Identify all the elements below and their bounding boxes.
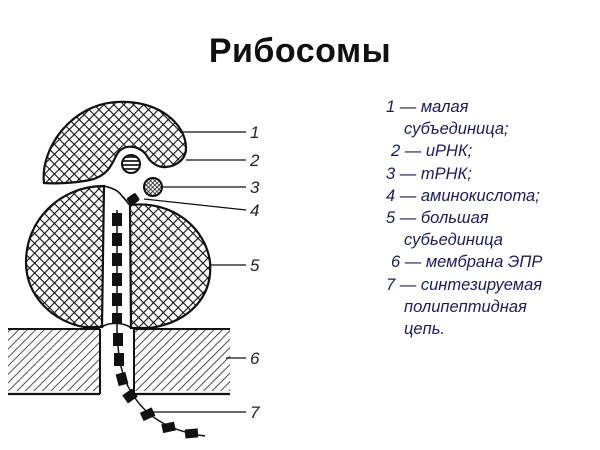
- legend-item-5-cont: субьединица: [404, 231, 503, 250]
- legend-item-5: 5 — большая: [386, 209, 489, 228]
- legend-item-3: 3 — тРНК;: [386, 164, 472, 183]
- legend-item-6: 6 — мембрана ЭПР: [391, 253, 543, 272]
- legend-item-2: 2 — иРНК;: [391, 142, 473, 161]
- er-membrane: [8, 328, 230, 396]
- legend: 1 — малая субъединица; 2 — иРНК; 3 — тРН…: [386, 96, 596, 340]
- legend-item-1: 1 — малая: [386, 98, 469, 116]
- label-2: 2: [249, 151, 260, 170]
- mrna: [121, 154, 141, 174]
- amino-acid: [126, 193, 140, 206]
- small-subunit: [42, 100, 188, 185]
- label-5: 5: [250, 256, 260, 275]
- leader-lines: [143, 131, 247, 413]
- label-4: 4: [250, 201, 259, 220]
- legend-item-4: 4 — аминокислота;: [386, 186, 540, 205]
- label-6: 6: [250, 349, 260, 368]
- label-3: 3: [250, 178, 260, 197]
- legend-item-7: 7 — синтезируемая: [386, 275, 543, 294]
- large-subunit: [24, 184, 212, 330]
- legend-item-7-cont2: цепь.: [404, 320, 445, 339]
- polypeptide-chain: [112, 210, 206, 439]
- label-1: 1: [250, 123, 259, 142]
- label-7: 7: [250, 403, 260, 422]
- legend-item-1-cont: субъединица;: [404, 120, 509, 139]
- legend-item-7-cont: полипептидная: [404, 297, 527, 316]
- trna: [143, 177, 163, 197]
- page-title: Рибосомы: [208, 32, 392, 70]
